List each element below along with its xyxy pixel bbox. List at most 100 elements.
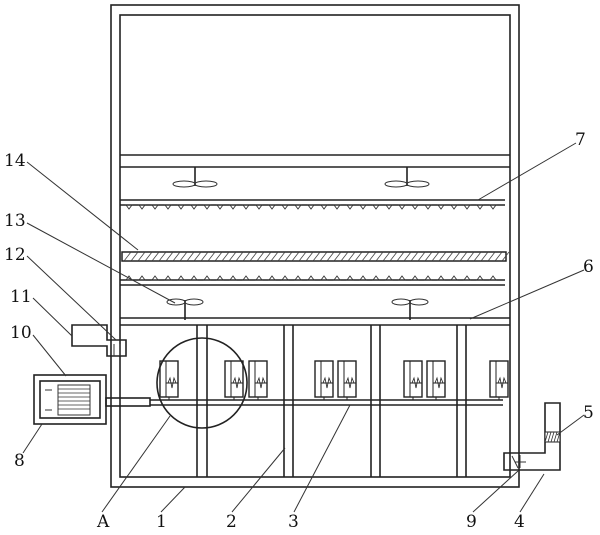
filter-hatch (354, 251, 363, 262)
filter-hatch (249, 251, 258, 262)
filter-hatch (144, 251, 153, 262)
scraper-unit (224, 360, 244, 400)
sieve-tooth (398, 275, 406, 281)
filter-hatch (158, 251, 167, 262)
filter-hatch (123, 251, 132, 262)
filter-hatch (277, 251, 286, 262)
sieve-tooth (398, 204, 406, 210)
scraper-spring (232, 376, 242, 389)
callout-labels: 14 13 12 11 10 8 A 1 2 3 9 4 5 6 7 (4, 130, 594, 532)
filter-hatch (172, 251, 181, 262)
filter-hatch (130, 251, 139, 262)
filter-hatch (410, 251, 419, 262)
sieve-tooth (385, 204, 393, 210)
label-14: 14 (4, 151, 26, 171)
fan-right-lower (391, 298, 429, 320)
filter-hatch (368, 251, 377, 262)
sieve-tooth (489, 204, 497, 210)
sieve-tooth (281, 204, 289, 210)
sieve-tooth (216, 204, 224, 210)
filter-hatch (319, 251, 328, 262)
filter-hatch (186, 251, 195, 262)
filter-hatch (494, 251, 503, 262)
sieve-tooth (463, 204, 471, 210)
scraper-unit (314, 360, 334, 400)
sieve-tooth (203, 204, 211, 210)
filter-hatch (396, 251, 405, 262)
filter-hatch (137, 251, 146, 262)
filter-hatch (256, 251, 265, 262)
filter-hatch (151, 251, 160, 262)
label-8: 8 (14, 451, 25, 471)
sieve-tooth (411, 204, 419, 210)
scraper-frame (314, 360, 334, 398)
support-columns (196, 325, 467, 477)
filter-hatch (459, 251, 468, 262)
sieve-tooth (450, 275, 458, 281)
filter-hatch (431, 251, 440, 262)
fan-left-lower (166, 298, 204, 320)
filter-hatch (284, 251, 293, 262)
sieve-tooth (268, 204, 276, 210)
sieve-tooth (242, 275, 250, 281)
sieve-tooth (255, 204, 263, 210)
valve-hatch (550, 431, 555, 443)
scraper-spring (345, 376, 355, 389)
filter-hatch (298, 251, 307, 262)
sieve-tooth (229, 275, 237, 281)
label-2: 2 (226, 512, 237, 532)
filter-hatch (340, 251, 349, 262)
scraper-spring (434, 376, 444, 389)
scraper-unit (159, 360, 179, 400)
filter-hatch (417, 251, 426, 262)
sieve-tooth (307, 204, 315, 210)
sieve-tooth (359, 204, 367, 210)
label-7: 7 (575, 130, 586, 150)
filter-hatch (228, 251, 237, 262)
sieve-tooth (372, 275, 380, 281)
filter-hatch (312, 251, 321, 262)
detail-circle-a (156, 337, 248, 429)
sieve-tooth (476, 275, 484, 281)
scraper-spring (256, 376, 266, 389)
sieve-tooth (164, 275, 172, 281)
sieve-tooth (346, 275, 354, 281)
fan-left-upper (172, 167, 218, 188)
filter-hatch (466, 251, 475, 262)
scraper-frame (248, 360, 268, 398)
sieve-tooth (385, 275, 393, 281)
filter-hatch (221, 251, 230, 262)
sieve-tooth (164, 204, 172, 210)
sieve-tooth (463, 275, 471, 281)
label-12: 12 (4, 245, 26, 265)
sieve-tooth (268, 275, 276, 281)
sieve-tooth (320, 275, 328, 281)
upper-fans (172, 167, 430, 188)
filter-hatch (382, 251, 391, 262)
scraper-units (159, 360, 509, 400)
partition-plate (120, 317, 510, 326)
filter-hatch (326, 251, 335, 262)
scraper-spring (411, 376, 421, 389)
scraper-spring (322, 376, 332, 389)
label-3: 3 (288, 512, 299, 532)
sieve-tooth (437, 275, 445, 281)
filter-hatch (452, 251, 461, 262)
sieve-tooth (125, 275, 133, 281)
sieve-tooth (411, 275, 419, 281)
filter-hatch (207, 251, 216, 262)
sieve-plate-lower (120, 275, 505, 286)
filter-hatch (235, 251, 244, 262)
sieve-tooth (333, 275, 341, 281)
sieve-tooth (216, 275, 224, 281)
upper-chamber (120, 154, 510, 168)
drive-shaft (150, 399, 503, 406)
label-11: 11 (10, 287, 32, 307)
sieve-tooth (294, 275, 302, 281)
scraper-frame (426, 360, 446, 398)
filter-hatch (242, 251, 251, 262)
scraper-unit (337, 360, 357, 400)
filter-hatch (438, 251, 447, 262)
label-9: 9 (466, 512, 477, 532)
